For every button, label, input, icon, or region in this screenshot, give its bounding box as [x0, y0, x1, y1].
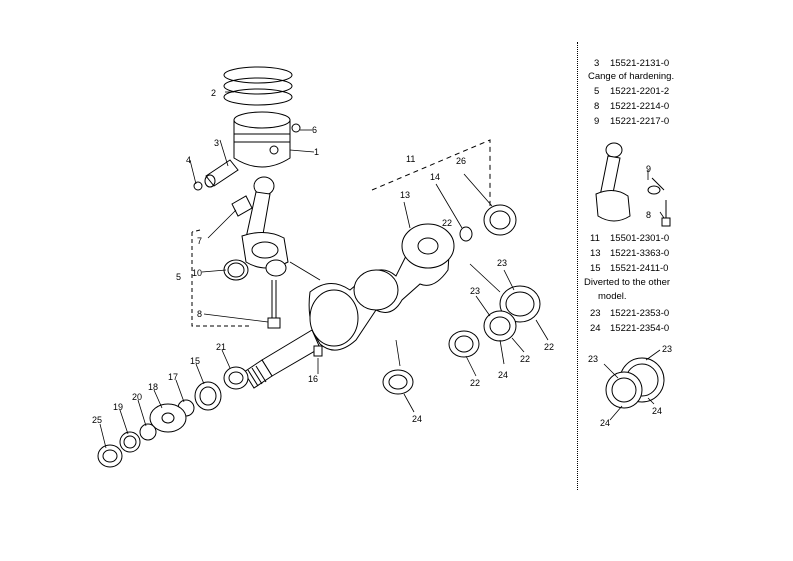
- note-model: model.: [598, 291, 627, 302]
- callout-26: 26: [456, 156, 466, 166]
- callout-2: 2: [211, 88, 216, 98]
- piston: [233, 111, 291, 168]
- callout-22d: 22: [442, 218, 452, 228]
- callout-5: 5: [176, 272, 181, 282]
- callout-23-inset-b: 23: [662, 344, 672, 354]
- key: [313, 345, 323, 357]
- callout-24b: 22: [544, 342, 554, 352]
- thrust-bearings: [382, 285, 541, 395]
- callout-23b: 23: [470, 286, 480, 296]
- callout-labels: 1 2 3 4 4 5 10 7 8 11 13 14 26 23 23 22 …: [92, 88, 672, 428]
- panel-divider: [577, 42, 578, 490]
- callout-20: 20: [132, 392, 142, 402]
- callout-17: 17: [168, 372, 178, 382]
- rod-group-bracket: [191, 232, 252, 327]
- crank-gear-small: [459, 226, 473, 242]
- leader-lines: [99, 91, 665, 449]
- callout-8: 8: [197, 309, 202, 319]
- note-diverted: Diverted to the other: [584, 277, 671, 288]
- callout-25: 25: [92, 415, 102, 425]
- callout-8-inset: 8: [646, 210, 651, 220]
- callout-23a: 23: [497, 258, 507, 268]
- callout-22b: 22: [520, 354, 530, 364]
- crankshaft: [243, 223, 455, 389]
- callout-3: 3: [214, 138, 219, 148]
- callout-9: 9: [646, 164, 651, 174]
- callout-14: 14: [430, 172, 440, 182]
- callout-22c: 24: [412, 414, 422, 424]
- callout-11: 11: [406, 154, 415, 164]
- callout-22a: 22: [470, 378, 480, 388]
- front-end-stack: [97, 366, 249, 468]
- main-bearing-26: [483, 204, 517, 236]
- crank-group-bracket: [371, 139, 491, 210]
- callout-23-inset-a: 23: [588, 354, 598, 364]
- callout-18: 18: [148, 382, 158, 392]
- callout-13: 13: [400, 190, 410, 200]
- callout-24a: 24: [498, 370, 508, 380]
- small-end-bushing: [231, 195, 253, 217]
- callout-19: 19: [113, 402, 123, 412]
- callout-24-inset-b: 24: [600, 418, 610, 428]
- rod-bolt: [267, 280, 281, 329]
- inset-thrust-rings: [605, 357, 665, 409]
- callout-24-inset-a: 24: [652, 406, 662, 416]
- piston-rings: [223, 66, 293, 106]
- note-hardening: Cange of hardening.: [588, 71, 675, 82]
- callout-1: 1: [314, 147, 319, 157]
- callout-10: 10: [192, 268, 202, 278]
- connecting-rod: [241, 176, 289, 269]
- inset-connecting-rod: [595, 142, 671, 227]
- callout-4a: 4: [186, 155, 191, 165]
- callout-7: 7: [197, 236, 202, 246]
- callout-15: 15: [190, 356, 200, 366]
- piston-pin: [193, 123, 301, 191]
- callout-16: 16: [308, 374, 318, 384]
- callout-21: 21: [216, 342, 226, 352]
- callout-6: 6: [312, 125, 317, 135]
